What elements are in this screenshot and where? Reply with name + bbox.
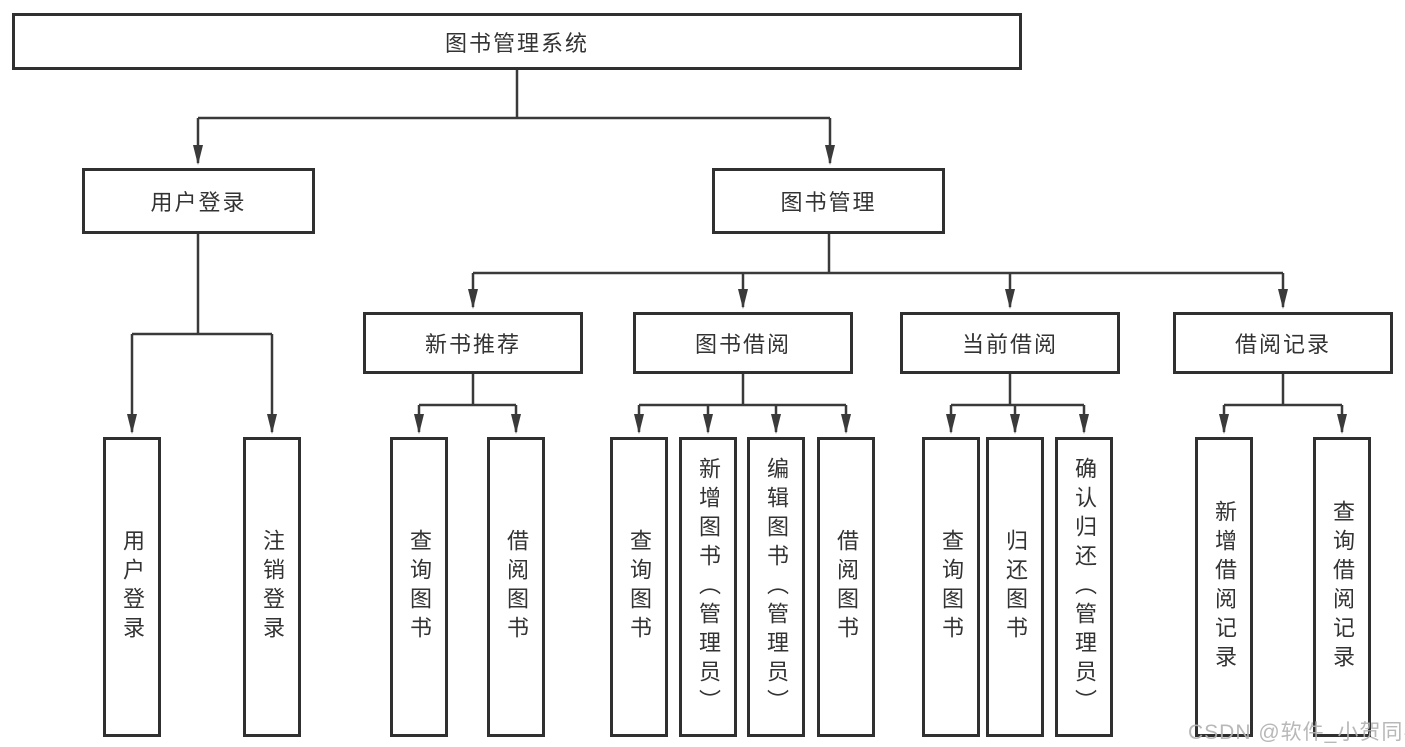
node-label: 归还图书 (1003, 529, 1028, 645)
node-label: 借阅图书 (834, 529, 859, 645)
node-label: 查询图书 (939, 529, 964, 645)
node-label: 查询图书 (627, 529, 652, 645)
node-leaf-confirm-return-admin: 确认归还（管理员） (1055, 437, 1113, 737)
node-leaf-add-borrow-record: 新增借阅记录 (1195, 437, 1253, 737)
node-book-borrowing: 图书借阅 (633, 312, 853, 374)
node-user-login: 用户登录 (82, 168, 315, 234)
node-leaf-return-books: 归还图书 (986, 437, 1044, 737)
node-leaf-borrow-books: 借阅图书 (817, 437, 875, 737)
node-label: 新增借阅记录 (1212, 500, 1237, 674)
node-label: 查询借阅记录 (1330, 500, 1355, 674)
node-label: 图书管理 (780, 190, 877, 215)
node-book-management: 图书管理 (712, 168, 945, 234)
node-label: 编辑图书（管理员） (764, 456, 789, 718)
node-leaf-logout: 注销登录 (243, 437, 301, 737)
node-label: 借阅记录 (1234, 332, 1331, 357)
node-leaf-query-borrow-record: 查询借阅记录 (1313, 437, 1371, 737)
node-label: 图书管理系统 (444, 30, 589, 56)
node-label: 图书借阅 (694, 332, 791, 357)
node-leaf-query-books-recommend: 查询图书 (390, 437, 448, 737)
node-leaf-user-login: 用户登录 (103, 437, 161, 737)
node-current-borrowing: 当前借阅 (900, 312, 1120, 374)
node-label: 当前借阅 (961, 332, 1058, 357)
node-label: 用户登录 (120, 529, 145, 645)
node-label: 新书推荐 (424, 332, 521, 357)
node-leaf-query-books-borrowing: 查询图书 (610, 437, 668, 737)
node-label: 用户登录 (150, 190, 247, 215)
node-label: 借阅图书 (504, 529, 529, 645)
node-leaf-add-books-admin: 新增图书（管理员） (679, 437, 737, 737)
node-new-book-recommendation: 新书推荐 (363, 312, 583, 374)
csdn-watermark: CSDN @软件_小贺同学 (1188, 721, 1405, 744)
node-leaf-edit-books-admin: 编辑图书（管理员） (747, 437, 805, 737)
node-leaf-query-books-current: 查询图书 (922, 437, 980, 737)
node-library-system-root: 图书管理系统 (12, 13, 1022, 70)
node-label: 确认归还（管理员） (1072, 456, 1097, 718)
node-label: 新增图书（管理员） (696, 456, 721, 718)
node-borrowing-records: 借阅记录 (1173, 312, 1393, 374)
node-label: 注销登录 (260, 529, 285, 645)
node-leaf-borrow-books-recommend: 借阅图书 (487, 437, 545, 737)
node-label: 查询图书 (407, 529, 432, 645)
